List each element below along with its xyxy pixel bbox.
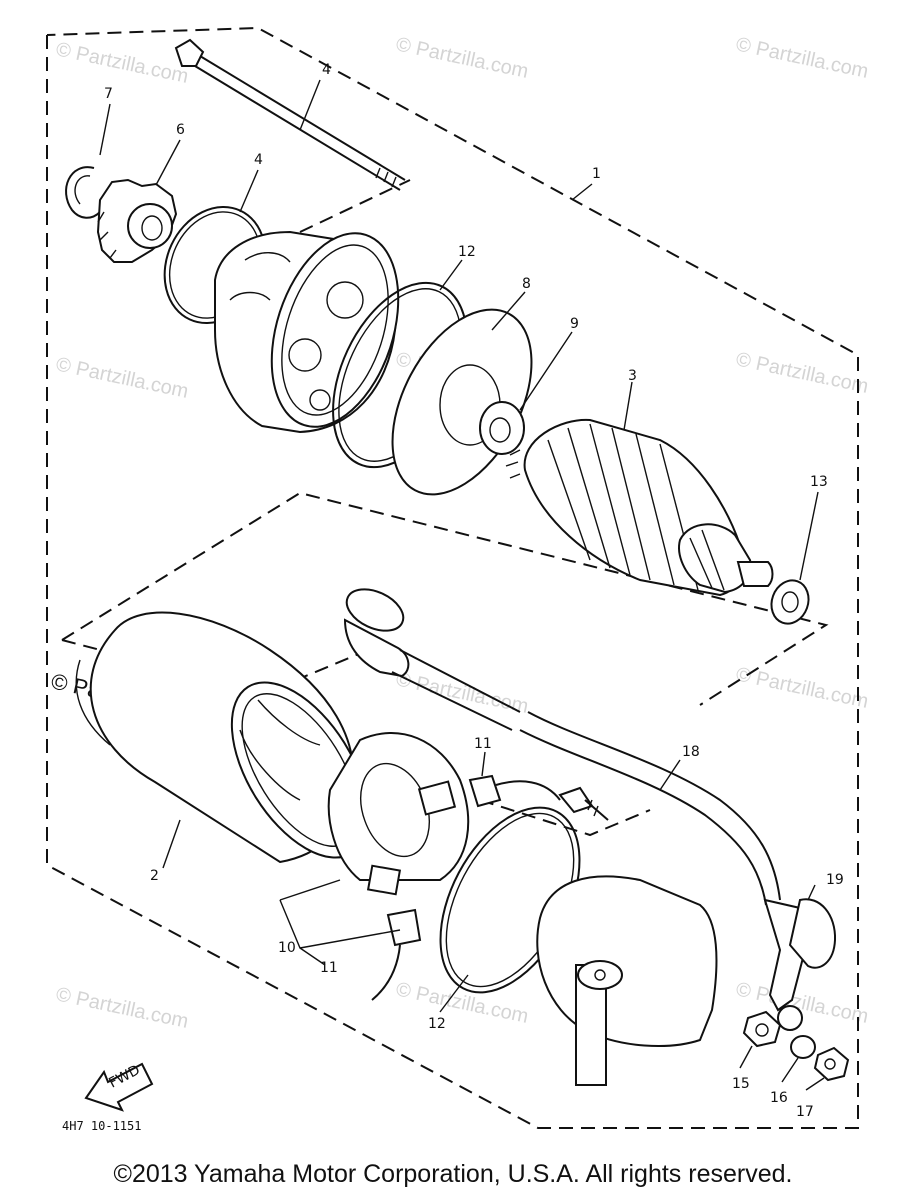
thrust-washer [770,579,810,625]
through-bolt [174,38,406,191]
callout-12-upper: 12 [458,244,476,260]
callout-labels: 4 7 6 4 1 12 8 9 3 13 2 11 18 19 10 11 1… [104,62,844,1120]
callout-4-bolt: 4 [322,62,331,78]
terminal-cover [788,898,837,969]
watermark: © Partzilla.com [394,978,530,1028]
callout-19: 19 [826,872,844,888]
watermark: © Partzilla.com [54,38,190,88]
washer [479,401,525,455]
terminal-hardware [742,1010,850,1082]
part-code: 4H7 10-1151 [62,1119,141,1133]
callout-1: 1 [592,166,601,182]
watermark: © Partzilla.com [54,983,190,1033]
callout-13: 13 [810,474,828,490]
callout-11: 11 [474,736,492,752]
watermark: © Partzilla.com [734,348,870,398]
callout-3: 3 [628,368,637,384]
copyright-notice: ©2013 Yamaha Motor Corporation, U.S.A. A… [113,1160,793,1188]
callout-2: 2 [150,868,159,884]
callout-16: 16 [770,1090,788,1106]
callout-15: 15 [732,1076,750,1092]
circlip [65,166,101,219]
callout-17: 17 [796,1104,814,1120]
brush-holder [327,732,470,896]
armature [505,418,774,597]
callout-10: 11 [320,960,338,976]
callout-8: 9 [570,316,579,332]
fwd-arrow: FWD [84,1062,154,1112]
watermark: © Partzilla.com [394,668,530,718]
callout-12-lower: 12 [428,1016,446,1032]
rear-cover [536,875,718,1086]
callout-4-oring: 4 [254,152,263,168]
brush-lead [468,774,609,821]
callout-7: 8 [522,276,531,292]
watermark: © Partzilla.com [54,353,190,403]
brush [371,908,422,1001]
watermark: © Partzilla.com [734,33,870,83]
callout-9: 10 [278,940,296,956]
leader-lines [99,79,825,1091]
callout-6: 7 [104,86,113,102]
front-bracket [214,230,400,434]
callout-5: 6 [176,122,185,138]
pinion-gear [96,178,178,263]
callout-18: 18 [682,744,700,760]
watermark: © Partzilla.com [394,33,530,83]
